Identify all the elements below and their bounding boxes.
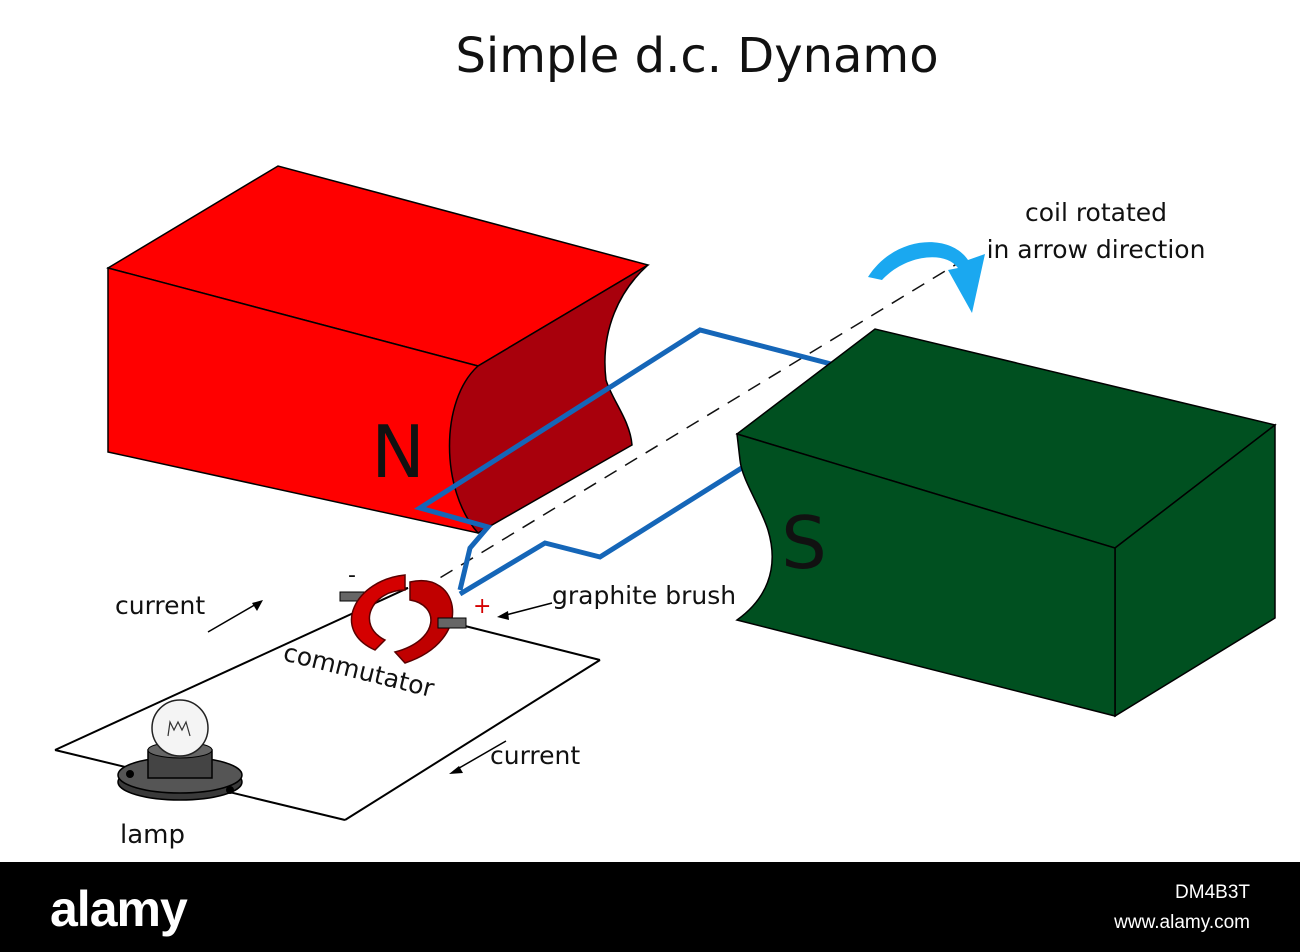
brand-logo: alamy: [50, 881, 188, 937]
circuit-wire: [464, 625, 601, 661]
plus-terminal: +: [473, 594, 491, 619]
circuit-wire: [344, 659, 601, 821]
brush-pointer-head: [497, 611, 509, 620]
coil-wire: [413, 327, 892, 597]
diagram-title: Simple d.c. Dynamo: [455, 28, 938, 84]
lamp: lamp: [117, 699, 243, 850]
brush-pointer: [501, 602, 553, 617]
rotation-axis: [419, 261, 961, 591]
south-pole-label: S: [781, 501, 827, 585]
north-pole-label: N: [371, 410, 425, 494]
brush-label: graphite brush: [552, 581, 736, 610]
rotation-label-line1: coil rotated: [1025, 198, 1167, 227]
graphite-brush: [437, 617, 467, 629]
circuit-wire: [54, 587, 409, 751]
lamp-label: lamp: [120, 820, 185, 850]
north-magnet: N: [106, 165, 650, 534]
footer-bar: alamy DM4B3T www.alamy.com: [0, 862, 1300, 952]
image-code: DM4B3T: [1175, 882, 1250, 903]
lamp-terminal: [126, 770, 134, 778]
commutator: - +: [339, 563, 491, 664]
lamp-filament: [167, 720, 191, 737]
south-magnet-front: [735, 432, 1116, 717]
brand-url: www.alamy.com: [1114, 912, 1250, 933]
south-magnet: S: [735, 328, 1277, 718]
current-arrow-bottom: [453, 740, 507, 772]
commutator-half-left: [350, 574, 406, 651]
current-label-top: current: [115, 591, 205, 620]
rotation-label-line2: in arrow direction: [987, 235, 1206, 264]
minus-terminal: -: [348, 563, 356, 588]
commutator-half-right: [393, 579, 454, 664]
lamp-bulb: [151, 699, 209, 757]
current-arrow-bottom-head: [449, 766, 463, 774]
lamp-terminal: [226, 786, 234, 794]
current-arrow-top: [207, 602, 259, 633]
north-magnet-pole-face: [448, 264, 649, 534]
current-label-bottom: current: [490, 741, 580, 770]
rotation-arrow: [868, 242, 985, 313]
dynamo-diagram: Simple d.c. Dynamo N S - +: [54, 28, 1277, 850]
current-arrow-top-head: [252, 600, 263, 611]
